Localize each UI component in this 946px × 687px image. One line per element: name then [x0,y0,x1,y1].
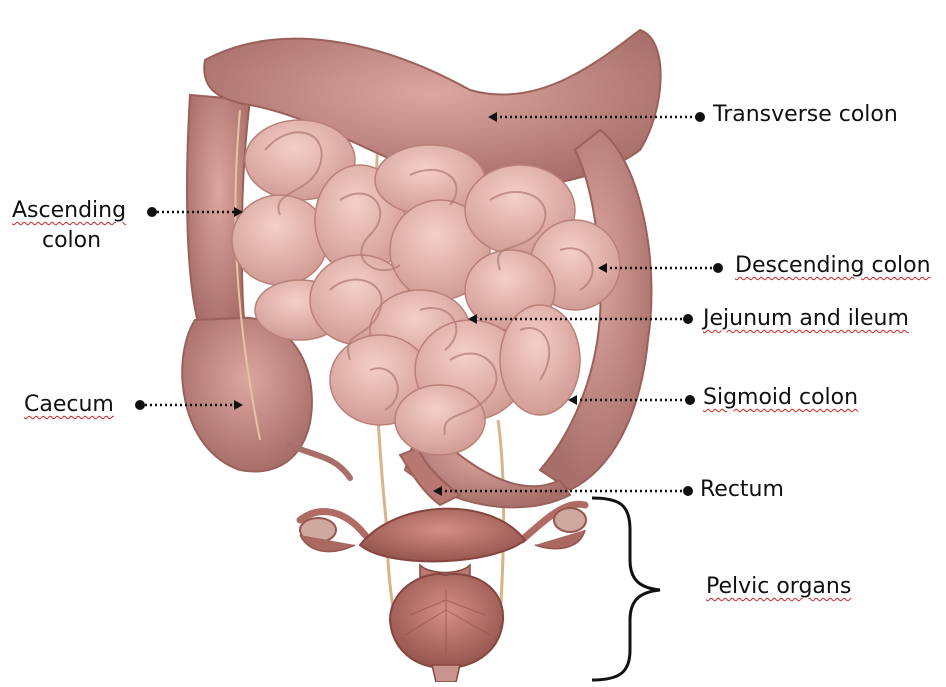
label-pelvic-organs: Pelvic organs [706,573,851,601]
label-sigmoid-colon: Sigmoid colon [703,384,858,412]
label-ascending-colon-line1: Ascending [12,198,126,223]
label-jejunum-and-ileum: Jejunum and ileum [703,305,909,333]
label-descending-colon: Descending colon [735,252,931,280]
bladder-shape [390,574,503,668]
label-transverse-colon: Transverse colon [713,101,898,129]
label-rectum: Rectum [700,476,784,504]
pelvic-organs-brace [592,498,660,680]
label-ascending-colon-continued: colon [42,227,101,255]
label-ascending-colon: Ascending [12,197,126,225]
appendix-shape [290,445,350,478]
pelvic-organs-illustration [300,504,586,682]
label-caecum: Caecum [24,391,114,419]
label-ascending-colon-line2: colon [42,228,101,253]
